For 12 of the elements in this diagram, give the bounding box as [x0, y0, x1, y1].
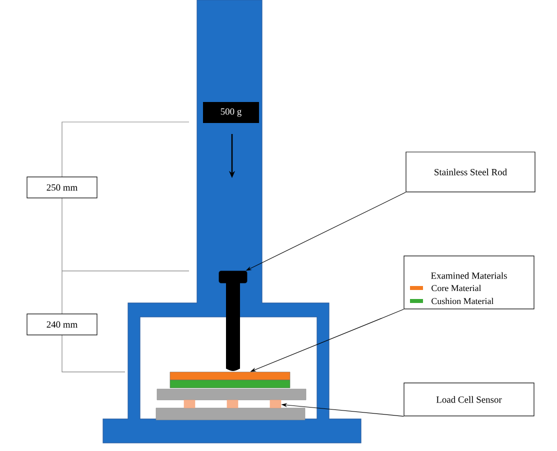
- sensor-pad: [270, 400, 282, 408]
- weight-label: 500 g: [203, 102, 259, 123]
- legend-box: [404, 256, 534, 310]
- callout-box: Stainless Steel Rod: [406, 152, 536, 192]
- rod: [218, 270, 248, 371]
- legend-item: Core Material: [410, 284, 482, 292]
- dimension-label: 240 mm: [26, 314, 98, 336]
- legend-title: Examined Materials: [431, 272, 507, 279]
- material-layers: [170, 372, 290, 388]
- callout-box: Load Cell Sensor: [404, 382, 534, 416]
- legend-item: Cushion Material: [410, 298, 494, 304]
- dimension-label: 250 mm: [26, 176, 98, 198]
